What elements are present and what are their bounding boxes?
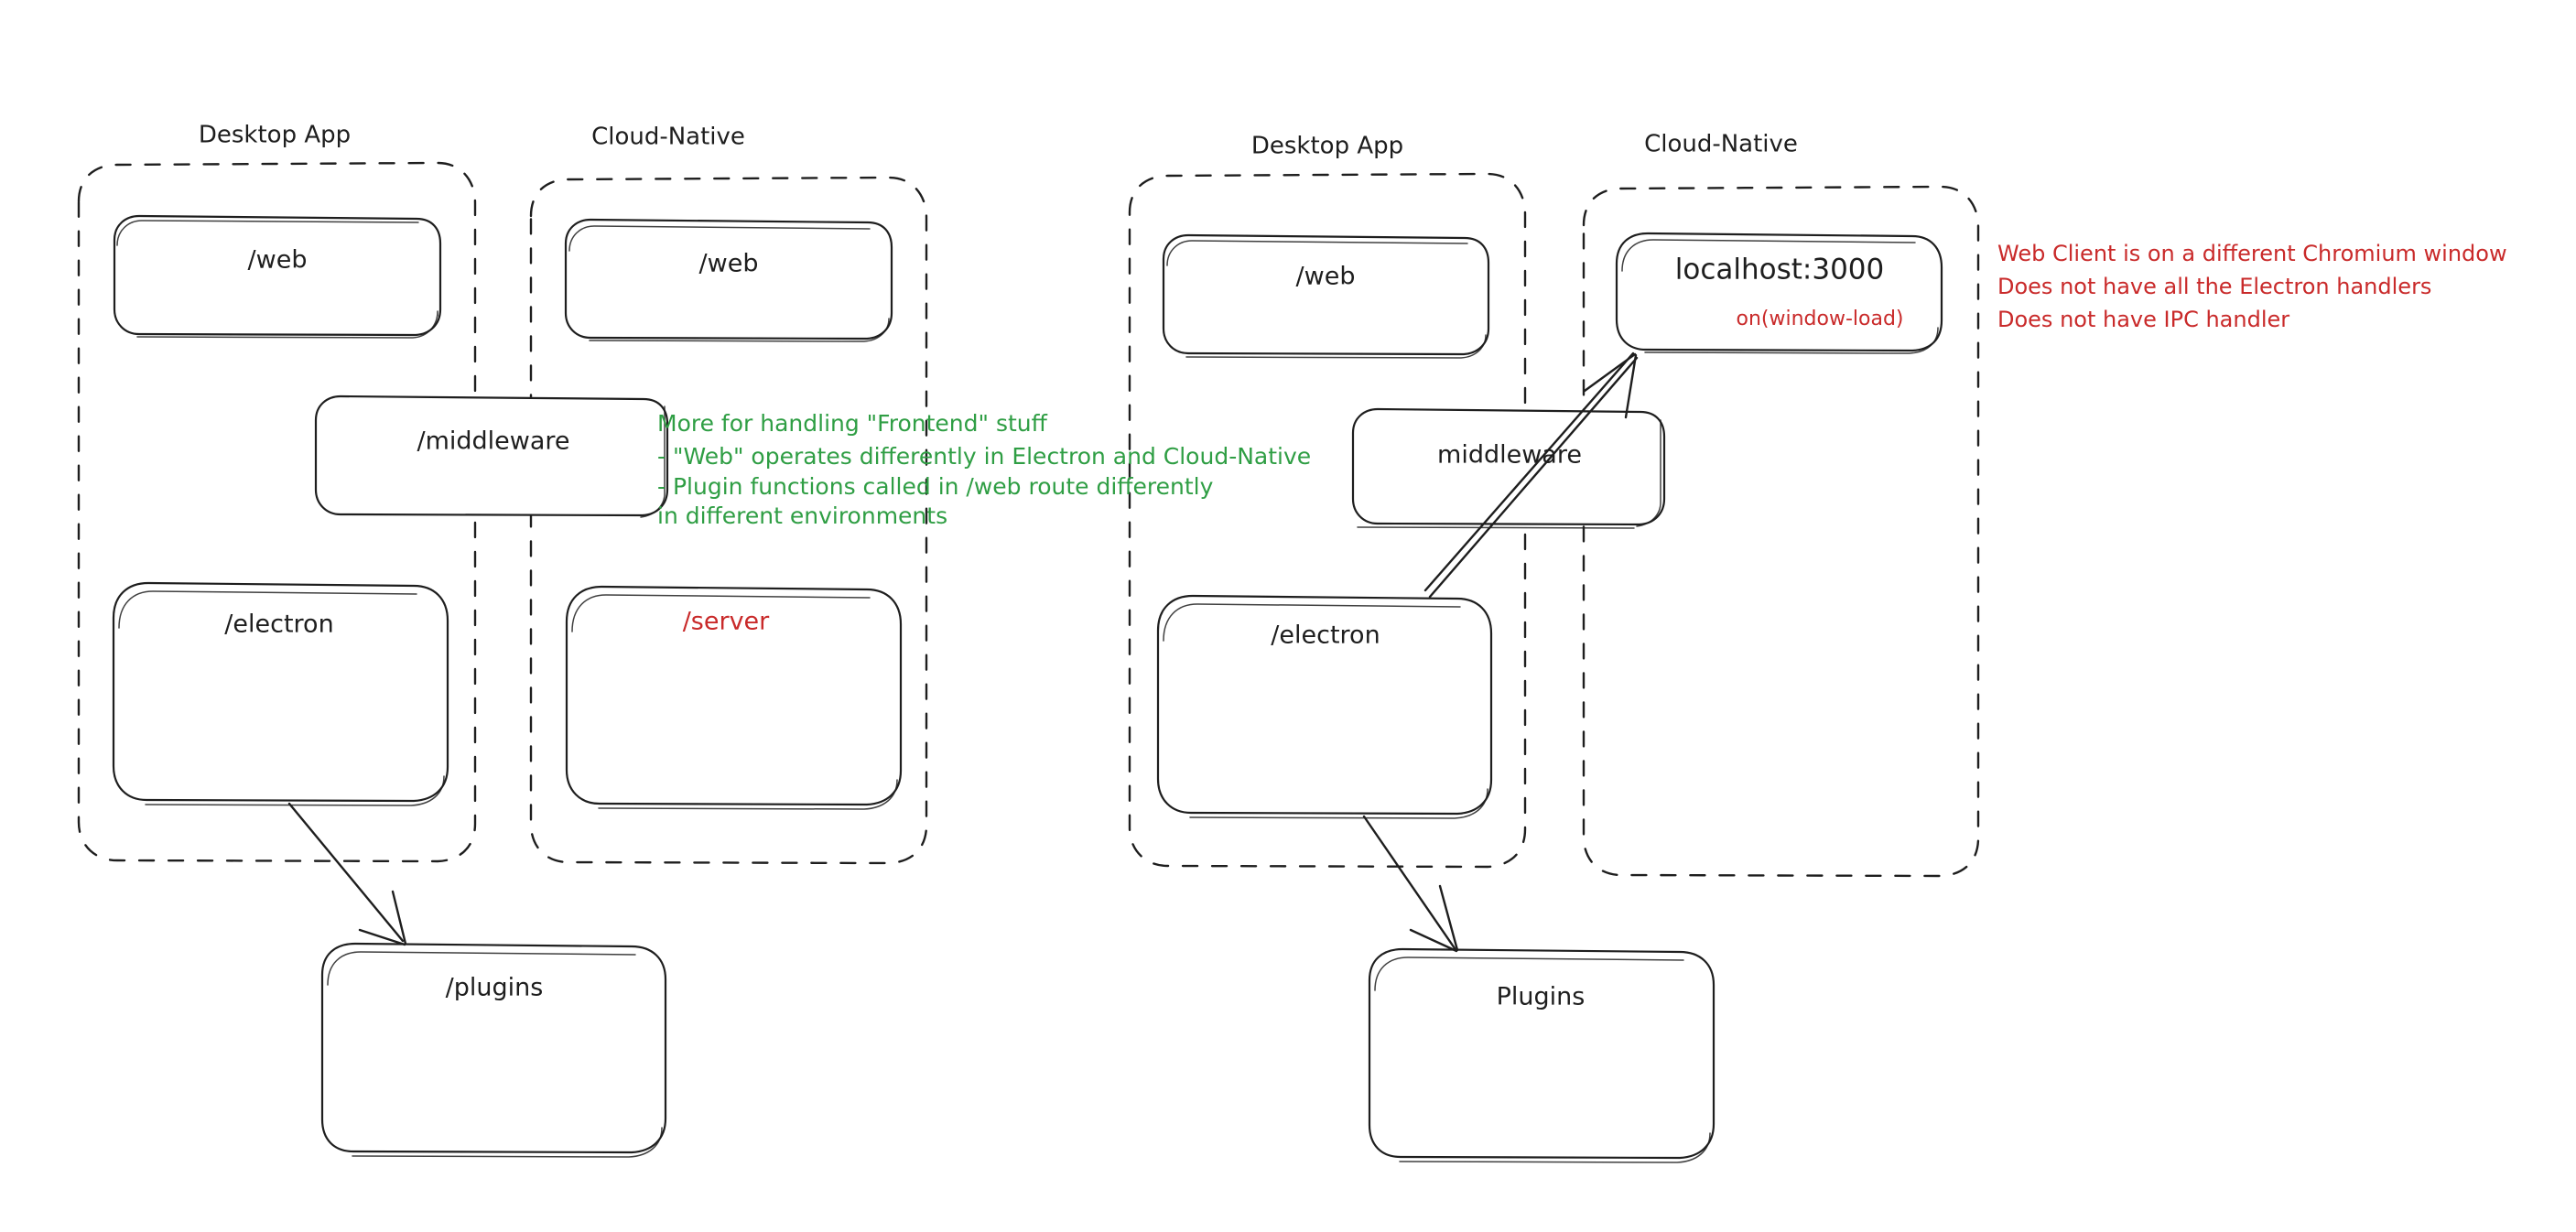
right-desktop-frame-label: Desktop App — [1251, 133, 1403, 160]
node-left-electron[interactable]: /electron — [112, 581, 449, 806]
node-right-localhost-label: localhost:3000 — [1675, 254, 1885, 286]
web-client-note-line-0: Web Client is on a different Chromium wi… — [1997, 241, 2507, 266]
frontend-note-line-0: More for handling "Frontend" stuff — [657, 410, 1048, 437]
frontend-note-line-1: - "Web" operates differently in Electron… — [657, 443, 1311, 470]
arrow-left-electron-to-plugins — [287, 802, 407, 946]
node-left-desktop-web-label: /web — [248, 246, 308, 275]
arrow-right-electron-to-plugins — [1362, 815, 1459, 953]
node-right-middleware[interactable]: middleware — [1351, 407, 1666, 529]
node-right-middleware-label: middleware — [1437, 441, 1582, 470]
right-cloud-frame[interactable]: Cloud-Native — [1582, 131, 1980, 878]
node-right-plugins[interactable]: Plugins — [1368, 947, 1716, 1163]
node-right-localhost[interactable]: localhost:3000 on(window-load) — [1615, 232, 1943, 354]
node-right-plugins-label: Plugins — [1497, 983, 1586, 1011]
web-client-note-line-1: Does not have all the Electron handlers — [1997, 274, 2431, 299]
node-left-cloud-web-label: /web — [699, 250, 759, 278]
right-desktop-frame[interactable]: Desktop App — [1128, 133, 1527, 869]
node-left-cloud-web[interactable]: /web — [564, 218, 893, 342]
node-right-electron-label: /electron — [1271, 621, 1380, 650]
left-cloud-frame-label: Cloud-Native — [591, 124, 745, 151]
node-left-desktop-web[interactable]: /web — [113, 214, 442, 339]
node-left-server-label: /server — [683, 608, 770, 636]
node-right-electron[interactable]: /electron — [1156, 594, 1493, 819]
left-diagram: Desktop App Cloud-Native /web /web — [77, 122, 928, 1158]
web-client-note-line-2: Does not have IPC handler — [1997, 307, 2289, 332]
node-left-middleware-label: /middleware — [417, 427, 569, 456]
node-right-localhost-sublabel: on(window-load) — [1737, 308, 1904, 330]
node-left-server[interactable]: /server — [565, 585, 903, 810]
left-desktop-frame-label: Desktop App — [199, 122, 351, 149]
frontend-note-line-2: - Plugin functions called in /web route … — [657, 473, 1214, 500]
arrow-right-electron-to-localhost — [1423, 351, 1639, 599]
node-left-plugins-label: /plugins — [446, 974, 544, 1002]
node-left-electron-label: /electron — [224, 611, 333, 639]
left-cloud-frame[interactable]: Cloud-Native — [529, 124, 928, 865]
node-right-desktop-web[interactable]: /web — [1162, 233, 1490, 359]
frontend-note: More for handling "Frontend" stuff - "We… — [657, 410, 1311, 529]
frontend-note-line-3: in different environments — [657, 503, 947, 529]
web-client-note: Web Client is on a different Chromium wi… — [1997, 241, 2507, 332]
node-left-middleware[interactable]: /middleware — [314, 394, 669, 518]
right-diagram: Desktop App Cloud-Native /web localhost:… — [1128, 131, 1980, 1163]
node-left-plugins[interactable]: /plugins — [320, 942, 667, 1158]
left-desktop-frame[interactable]: Desktop App — [77, 122, 477, 863]
node-right-desktop-web-label: /web — [1296, 263, 1356, 291]
right-cloud-frame-label: Cloud-Native — [1644, 131, 1798, 158]
